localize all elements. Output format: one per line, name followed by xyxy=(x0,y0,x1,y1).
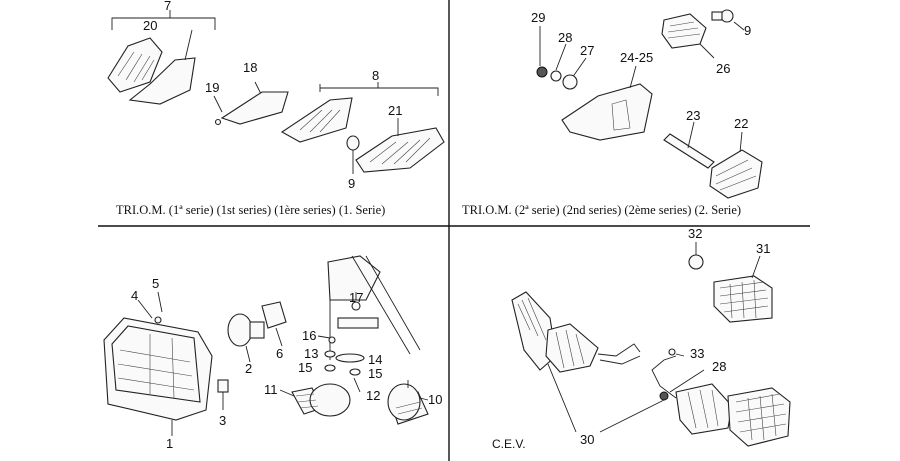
part-22-lamp xyxy=(709,149,763,199)
part-9-bulb-b xyxy=(720,9,734,23)
callout-28-b: 28 xyxy=(712,359,726,374)
callout-1: 1 xyxy=(166,436,173,451)
cev-label: C.E.V. xyxy=(492,437,526,451)
callout-6: 6 xyxy=(276,346,283,361)
callout-31: 31 xyxy=(756,241,770,256)
panel-bottom-right: 32 31 33 28 30 C.E.V. xyxy=(492,226,791,451)
part-32-bulb xyxy=(688,254,704,270)
callout-24-25: 24-25 xyxy=(620,50,653,65)
part-9-bulb xyxy=(346,135,360,151)
panel-top-right: 29 28 27 24-25 26 9 23 22 TRI.O.M. (2ª s… xyxy=(462,9,763,217)
part-24-25-housing xyxy=(561,83,653,141)
part-2-bulb xyxy=(227,313,253,347)
callout-21: 21 xyxy=(388,103,402,118)
callout-32: 32 xyxy=(688,226,702,241)
part-8-housing xyxy=(280,97,353,143)
callout-20: 20 xyxy=(143,18,157,33)
part-26-lens xyxy=(661,13,707,49)
callout-28: 28 xyxy=(558,30,572,45)
part-13-spacer xyxy=(324,350,336,358)
callout-22: 22 xyxy=(734,116,748,131)
part-27-washer xyxy=(562,74,578,90)
panel-top-left: 7 20 18 19 8 21 9 TRI.O.M. (1ª serie) (1… xyxy=(107,0,445,217)
callout-15-right: 15 xyxy=(368,366,382,381)
callout-23: 23 xyxy=(686,108,700,123)
callout-27: 27 xyxy=(580,43,594,58)
caption-top-right: TRI.O.M. (2ª serie) (2nd series) (2ème s… xyxy=(462,203,741,217)
callout-33: 33 xyxy=(690,346,704,361)
part-7-housing xyxy=(128,57,196,105)
callout-15-left: 15 xyxy=(298,360,312,375)
part-6-connector xyxy=(261,301,287,329)
part-21-lens xyxy=(355,127,445,173)
callout-8: 8 xyxy=(372,68,379,83)
callout-7: 7 xyxy=(164,0,171,13)
callout-26: 26 xyxy=(716,61,730,76)
part-3-pin xyxy=(217,379,229,393)
callout-14: 14 xyxy=(368,352,382,367)
callout-13: 13 xyxy=(304,346,318,361)
callout-11: 11 xyxy=(264,382,278,397)
frame-bracket xyxy=(327,255,381,301)
callout-19: 19 xyxy=(205,80,219,95)
callout-9-b: 9 xyxy=(744,23,751,38)
callout-2: 2 xyxy=(245,361,252,376)
part-19-bracket xyxy=(220,91,289,125)
part-28-washer xyxy=(550,70,562,82)
callout-29: 29 xyxy=(531,10,545,25)
callout-10: 10 xyxy=(428,392,442,407)
callout-18: 18 xyxy=(243,60,257,75)
callout-3: 3 xyxy=(219,413,226,428)
part-23-rod xyxy=(663,133,715,169)
part-14-plate xyxy=(335,353,365,363)
callout-5: 5 xyxy=(152,276,159,291)
part-29-nut xyxy=(536,66,548,78)
panel-bottom-left: 4 5 6 2 3 1 17 16 13 14 15 15 12 11 10 xyxy=(103,255,442,451)
callout-30: 30 xyxy=(580,432,594,447)
callout-12: 12 xyxy=(366,388,380,403)
caption-top-left: TRI.O.M. (1ª serie) (1st series) (1ère s… xyxy=(116,203,385,217)
callout-16: 16 xyxy=(302,328,316,343)
callout-4: 4 xyxy=(131,288,138,303)
callout-17: 17 xyxy=(349,290,363,305)
callout-9: 9 xyxy=(348,176,355,191)
